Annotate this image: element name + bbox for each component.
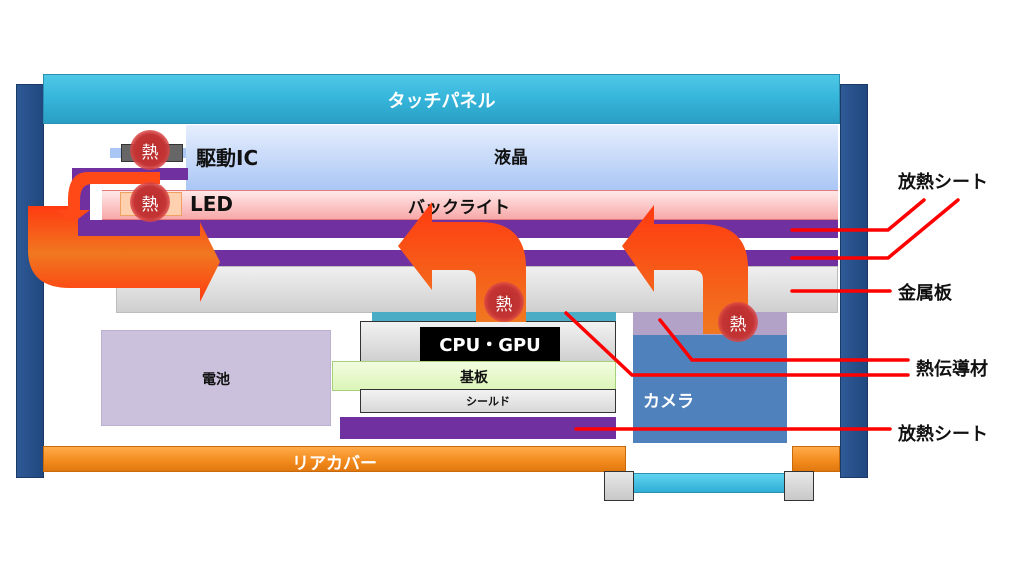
heat-marker-label: 熱 bbox=[141, 194, 159, 215]
rear-cover-label: リアカバー bbox=[292, 454, 377, 474]
backlight-label: バックライト bbox=[408, 198, 510, 218]
lcd-label: 液晶 bbox=[494, 148, 528, 168]
board-label: 基板 bbox=[460, 370, 488, 386]
cpu-gpu-chip: CPU・GPU bbox=[420, 327, 560, 361]
leader-thermal-conductor-camera bbox=[658, 318, 910, 362]
lcd-layer: 液晶 bbox=[186, 125, 838, 191]
backlight-white-gap bbox=[94, 192, 102, 220]
shield-label: シールド bbox=[466, 395, 510, 408]
camera: カメラ bbox=[633, 335, 787, 443]
heat-marker-label: 熱 bbox=[141, 142, 159, 163]
battery-label: 電池 bbox=[202, 372, 230, 388]
heat-marker-label: 熱 bbox=[495, 294, 513, 315]
heat-sheet-bottom bbox=[340, 417, 616, 439]
heat-marker-camera: 熱 bbox=[718, 302, 758, 342]
arrow-ic-to-sheet bbox=[56, 172, 160, 222]
callout-thermal-conductor: 熱伝導材 bbox=[916, 359, 988, 380]
heat-marker-label: 熱 bbox=[729, 314, 747, 335]
led-label: LED bbox=[190, 192, 234, 216]
battery: 電池 bbox=[101, 330, 331, 426]
touch-panel: タッチパネル bbox=[43, 74, 840, 124]
callout-heat-sheet-bottom: 放熱シート bbox=[898, 424, 988, 445]
rear-cover-right bbox=[792, 446, 840, 472]
driver-ic-label: 駆動IC bbox=[196, 146, 259, 170]
cpu-gpu-label: CPU・GPU bbox=[439, 335, 541, 356]
lens-window-right-block bbox=[784, 471, 814, 501]
callout-heat-sheet-top: 放熱シート bbox=[898, 172, 988, 193]
heat-marker-led: 熱 bbox=[130, 182, 170, 222]
arrow-led-to-metal bbox=[28, 206, 220, 302]
heat-marker-cpu: 熱 bbox=[484, 282, 524, 322]
arrow-camera-to-sheet bbox=[622, 205, 748, 334]
leader-thermal-conductor-cpu bbox=[564, 311, 910, 377]
camera-label: カメラ bbox=[643, 392, 694, 412]
touch-panel-label: タッチパネル bbox=[387, 91, 496, 112]
callout-metal-plate: 金属板 bbox=[898, 283, 952, 304]
leader-heat-sheet-2 bbox=[790, 198, 960, 260]
frame-left bbox=[16, 84, 44, 478]
shield: シールド bbox=[360, 389, 616, 413]
leader-heat-sheet-1 bbox=[790, 198, 926, 232]
backlight-layer: バックライト bbox=[102, 190, 838, 220]
circuit-board: 基板 bbox=[332, 361, 616, 391]
rear-cover-main: リアカバー bbox=[43, 446, 626, 474]
heat-marker-driver-ic: 熱 bbox=[130, 130, 170, 170]
lens-window-left-block bbox=[604, 471, 634, 501]
frame-right bbox=[840, 84, 868, 478]
